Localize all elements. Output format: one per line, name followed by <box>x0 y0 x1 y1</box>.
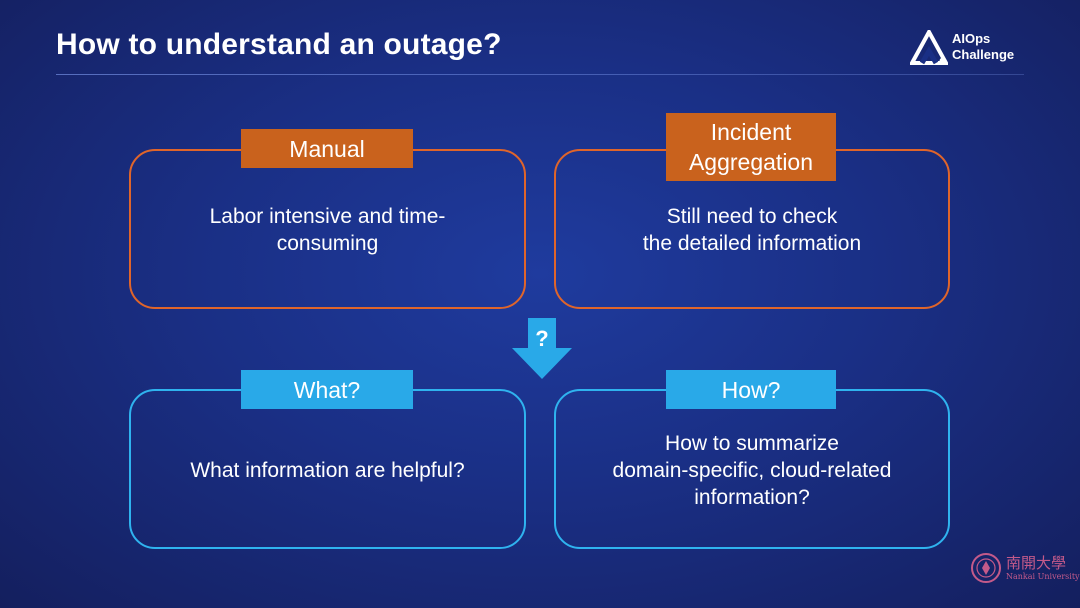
university-name-en: Nankai University <box>1006 572 1080 581</box>
university-seal: 南開大學 Nankai University <box>970 548 1080 588</box>
what-card-text: What information are helpful? <box>190 458 465 482</box>
university-name-cn: 南開大學 <box>1006 554 1067 572</box>
incident-aggregation-card-text: Still need to check the detailed informa… <box>642 205 862 255</box>
brand-line-1: AIOps <box>952 31 991 46</box>
how-card-text: How to summarize domain-specific, cloud-… <box>612 431 892 509</box>
university-seal-icon <box>971 553 1001 583</box>
down-arrow-icon <box>512 318 572 379</box>
how-tag: How? <box>666 370 836 409</box>
manual-tag: Manual <box>241 129 413 168</box>
arrow-question-mark: ? <box>535 326 549 351</box>
aiops-challenge-logo: AIOps Challenge <box>910 28 1030 68</box>
brand-line-2: Challenge <box>952 47 1015 62</box>
incident-aggregation-tag: Incident Aggregation <box>666 113 836 181</box>
triangle-logo-icon <box>910 30 948 65</box>
slide-title: How to understand an outage? <box>56 28 502 61</box>
manual-card-text: Labor intensive and time- consuming <box>209 205 446 255</box>
what-tag: What? <box>241 370 413 409</box>
title-divider <box>56 74 1024 75</box>
